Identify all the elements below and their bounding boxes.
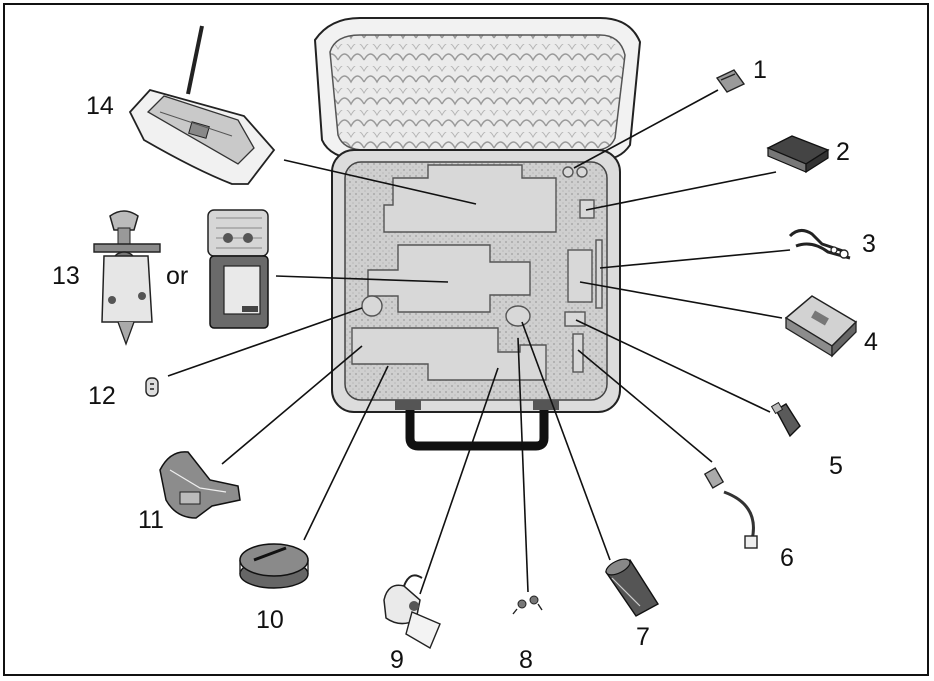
leader-12 [167,307,363,377]
item-1-connector-icon [715,69,746,93]
leader-11 [221,345,363,465]
item-5-usb-stick-icon [770,401,801,438]
item-6-cable-icon [703,467,758,549]
leader-3 [599,249,791,269]
leader-8 [517,337,529,593]
label-13: 13 [52,262,80,290]
leader-13 [275,275,449,283]
label-or: or [166,262,189,290]
case-lid [313,17,642,161]
label-9: 9 [390,646,404,674]
item-11-holder-icon [159,451,241,519]
item-12-bolt-icon [145,377,159,397]
item-13-tribrach-icon [93,210,161,346]
leader-5 [575,319,771,413]
leader-10 [303,365,389,541]
label-7: 7 [636,623,650,651]
label-6: 6 [780,544,794,572]
item-4-battery-pack-icon [784,295,858,358]
item-9-clamp-icon [383,574,441,650]
label-2: 2 [836,138,850,166]
item-2-battery-icon [766,135,830,174]
leader-4 [579,281,783,319]
label-10: 10 [256,606,284,634]
item-13-receiver-unit-icon [207,209,269,329]
label-14: 14 [86,92,114,120]
leader-14 [283,159,477,205]
leader-9 [419,367,499,595]
item-8-keys-icon [512,595,543,615]
label-11: 11 [138,506,164,534]
label-5: 5 [829,452,843,480]
leader-7 [521,321,611,561]
item-3-tool-icon [788,229,851,260]
label-4: 4 [864,328,878,356]
label-1: 1 [753,56,767,84]
leader-lines [167,89,791,595]
leader-1 [573,89,719,169]
item-7-adapter-icon [604,558,659,617]
item-10-disc-icon [239,543,309,589]
label-3: 3 [862,230,876,258]
leader-2 [585,171,777,211]
leader-6 [577,349,713,463]
diagram-frame [3,3,929,676]
item-14-controller-icon [128,25,276,185]
label-12: 12 [88,382,116,410]
label-8: 8 [519,646,533,674]
